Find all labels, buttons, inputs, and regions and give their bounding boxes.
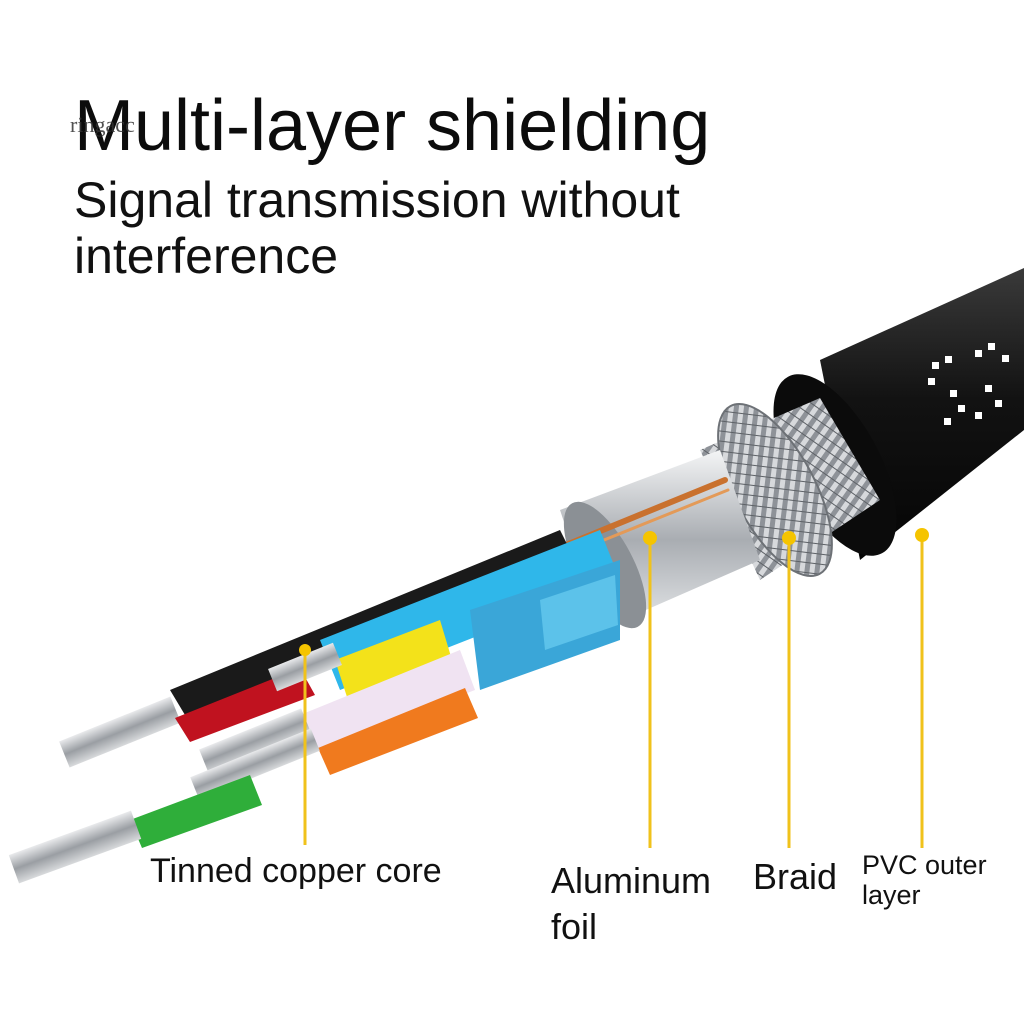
page-title: Multi-layer shielding — [74, 86, 711, 166]
foil-leader-dot — [643, 531, 657, 545]
pvc-leader-dot — [915, 528, 929, 542]
label-aluminum-foil: Aluminum foil — [551, 860, 712, 947]
label-pvc-outer-layer: PVC outer layer — [862, 850, 987, 910]
leader-dots — [299, 528, 929, 656]
braid-leader-dot — [782, 531, 796, 545]
leader-lines — [303, 535, 924, 848]
white-wire — [199, 650, 475, 774]
watermark: ringacc — [70, 112, 135, 137]
green-wire — [8, 775, 262, 884]
page-subtitle: Signal transmission without interference — [74, 172, 680, 284]
jacket-print — [928, 343, 1009, 425]
core-leader-dot — [299, 644, 311, 656]
orange-wire — [190, 688, 478, 800]
label-braid: Braid — [753, 856, 838, 897]
label-tinned-copper-core: Tinned copper core — [150, 852, 442, 890]
